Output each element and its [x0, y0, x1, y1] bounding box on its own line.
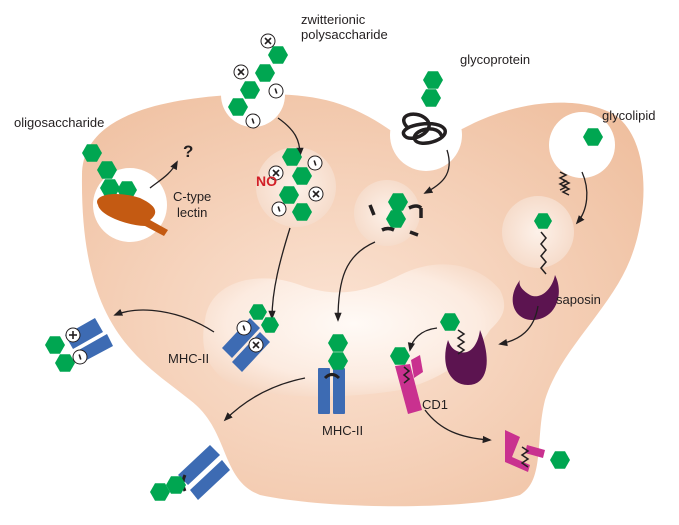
lipid-tail-icon — [402, 366, 411, 384]
glycoprotein-pocket — [390, 99, 462, 171]
arrow-to-cd1 — [407, 327, 438, 352]
minus-icon — [274, 88, 278, 94]
minus-icon — [251, 118, 255, 124]
protein-fragment-icon — [381, 226, 395, 232]
c-type-lectin-icon — [97, 194, 168, 236]
glycolipid-pocket — [549, 112, 615, 178]
peptide-fragment-icon — [323, 373, 341, 380]
saposin-vesicle — [502, 196, 574, 268]
sugar-hexagon-icon — [166, 476, 186, 494]
sugar-hexagon-icon — [282, 148, 302, 166]
label-polysaccharide: polysaccharide — [301, 27, 388, 42]
sugar-hexagon-icon — [55, 354, 75, 372]
protein-fragment-icon — [409, 230, 419, 237]
sugar-hexagon-icon — [261, 317, 279, 333]
sugar-hexagon-icon — [82, 144, 102, 162]
sugar-hexagon-icon — [388, 193, 408, 211]
charge-cross-icon — [237, 68, 245, 76]
sugar-hexagon-icon — [292, 203, 312, 221]
cd1-icon — [395, 364, 422, 414]
arrow-zps-to-vesicle — [277, 117, 304, 157]
label-cd1: CD1 — [422, 397, 449, 412]
arrow-cd1-to-surface — [424, 409, 492, 444]
arrow-saposin-to-cd1 — [498, 305, 539, 347]
lipid-tail-icon — [540, 231, 547, 275]
sugar-hexagon-icon — [45, 336, 65, 354]
sugar-hexagon-icon — [279, 186, 299, 204]
sugar-hexagon-icon — [268, 46, 288, 64]
label-no: NO — [256, 173, 277, 189]
lipid-tail-icon — [520, 446, 530, 468]
charge-cross-icon — [252, 341, 260, 349]
label-saposin: saposin — [556, 292, 601, 307]
cd1-surface-icon — [505, 430, 530, 472]
sugar-hexagon-icon — [440, 313, 460, 331]
sugar-hexagon-icon — [421, 89, 441, 107]
sugar-hexagon-icon — [423, 71, 443, 89]
arrow-mhc-to-surface-left — [113, 308, 215, 333]
arrow-vesicle-to-mhc — [334, 241, 376, 322]
sugar-hexagon-icon — [583, 128, 603, 146]
label-mhc-ii-center: MHC-II — [322, 423, 364, 438]
label-glycoprotein: glycoprotein — [460, 52, 531, 67]
charge-cross-icon — [264, 37, 272, 45]
label-oligosaccharide: oligosaccharide — [14, 115, 105, 130]
sugar-hexagon-icon — [534, 213, 552, 229]
arrow-glycoprotein-to-vesicle — [423, 149, 450, 194]
sugar-hexagon-icon — [386, 210, 406, 228]
arrow-glycolipid-to-saposin — [575, 171, 588, 225]
lipid-tail-icon — [561, 179, 571, 196]
arrow-mhc-to-surface-bottom — [223, 377, 306, 422]
mhc-ii-center-icon — [318, 368, 330, 414]
mhc-ii-center-icon — [333, 368, 345, 414]
endosome-region — [203, 264, 505, 397]
mhc-ii-surface-icon — [190, 460, 230, 500]
sugar-hexagon-icon — [100, 179, 120, 197]
sugar-hexagon-icon — [150, 483, 170, 501]
glycoprotein-vesicle — [354, 180, 420, 246]
cd1-arm-icon — [411, 355, 423, 378]
cd1-surface-arm-icon — [525, 445, 545, 458]
minus-icon — [242, 325, 246, 331]
label-mhc-ii-left: MHC-II — [168, 351, 210, 366]
sugar-hexagon-icon — [249, 304, 267, 320]
mhc-ii-surface-icon — [178, 445, 220, 485]
charge-cross-icon — [272, 169, 280, 177]
label-glycolipid: glycolipid — [602, 108, 656, 123]
lipid-tail-icon — [456, 329, 466, 355]
sugar-hexagon-icon — [292, 167, 312, 185]
arrow-lectin-question — [149, 160, 178, 189]
question-mark: ? — [183, 142, 194, 161]
sugar-hexagon-icon — [550, 451, 570, 469]
sugar-hexagon-icon — [97, 161, 117, 179]
arrow-no-vesicle-to-mhc — [268, 227, 291, 320]
sugar-hexagon-icon — [390, 347, 410, 365]
protein-fragment-icon — [368, 204, 376, 216]
label-lectin: lectin — [177, 205, 208, 220]
sugar-hexagon-icon — [240, 81, 260, 99]
protein-fragment-icon — [408, 204, 423, 218]
minus-icon — [78, 354, 82, 360]
label-zwitterionic: zwitterionic — [301, 12, 366, 27]
label-c-type: C-type — [173, 189, 212, 204]
sugar-hexagon-icon — [255, 64, 275, 82]
minus-icon — [313, 160, 317, 166]
saposin-icon — [512, 275, 559, 320]
saposin-loaded-icon — [445, 330, 487, 385]
minus-icon — [277, 206, 281, 212]
sugar-hexagon-icon — [328, 334, 348, 352]
charge-cross-icon — [312, 190, 320, 198]
sugar-hexagon-icon — [228, 98, 248, 116]
sugar-hexagon-icon — [328, 352, 348, 370]
glycoprotein-chain-icon — [401, 112, 447, 145]
